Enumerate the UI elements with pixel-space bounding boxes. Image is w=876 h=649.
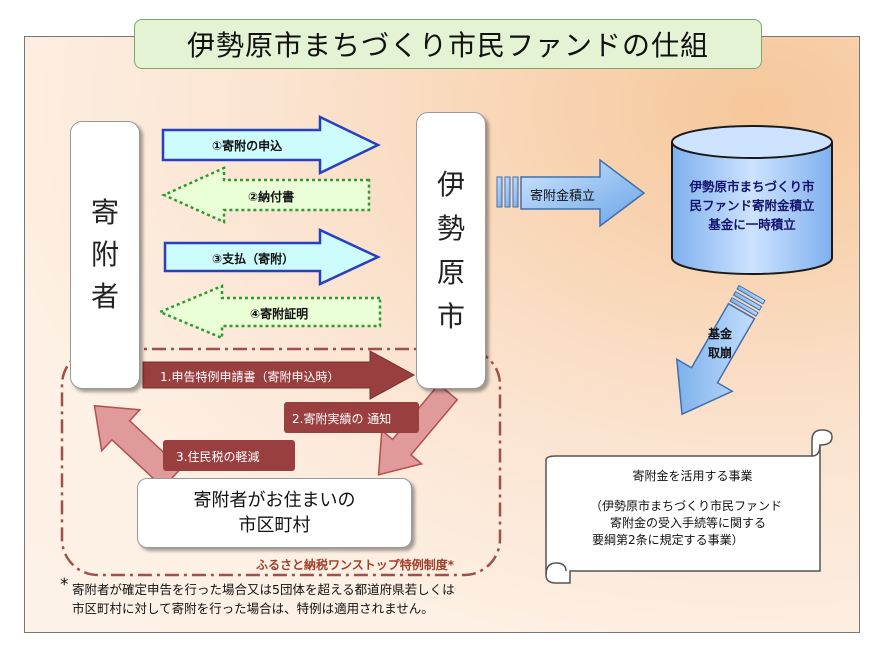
arrow-onestop-application bbox=[142, 350, 416, 400]
fund-line: 伊勢原市まちづくり市 bbox=[689, 179, 815, 194]
onestop-region bbox=[60, 347, 502, 577]
payment-slip-label: ②納付書 bbox=[248, 190, 295, 204]
application-label: ①寄附の申込 bbox=[212, 139, 283, 153]
scroll-curl-top bbox=[811, 444, 821, 457]
withdraw-line: 基金 bbox=[708, 327, 733, 341]
savings-arrow-stripe-1 bbox=[496, 176, 503, 208]
municipality-line: 市区町村 bbox=[238, 515, 311, 536]
onestop-application-label: 1.申告特例申請書（寄附申込時） bbox=[160, 370, 340, 384]
fund-label: 伊勢原市まちづくり市 民ファンド寄附金積立 基金に一時積立 bbox=[672, 177, 832, 234]
savings-arrow bbox=[520, 158, 646, 228]
city-box: 伊 勢 原 市 bbox=[416, 112, 486, 389]
scroll-curl-bottom bbox=[545, 562, 567, 576]
fund-line: 民ファンド寄附金積立 bbox=[689, 198, 815, 213]
page-title: 伊勢原市まちづくり市民ファンドの仕組 bbox=[134, 19, 762, 69]
footnote-line: 市区町村に対して寄附を行った場合は、特例は適用されません。 bbox=[72, 601, 434, 616]
fund-cylinder bbox=[671, 142, 833, 275]
municipality-label: 寄附者がお住まいの 市区町村 bbox=[138, 479, 411, 538]
city-char: 市 bbox=[436, 299, 465, 333]
project-text: 寄附金を活用する事業 （伊勢原市まちづくり市民ファンド 寄附金の受入手続等に関す… bbox=[570, 468, 815, 549]
fund-cylinder-top bbox=[671, 125, 833, 159]
donor-char: 附 bbox=[90, 238, 119, 271]
donor-box: 寄 附 者 bbox=[70, 121, 140, 389]
donor-label: 寄 附 者 bbox=[71, 122, 139, 388]
city-label: 伊 勢 原 市 bbox=[417, 113, 485, 388]
municipality-line: 寄附者がお住まいの bbox=[193, 490, 356, 511]
footnote: * 寄附者が確定申告を行った場合又は5団体を超える都道府県若しくは 市区町村に対… bbox=[60, 576, 455, 618]
tax-label-box bbox=[163, 440, 295, 471]
city-char: 勢 bbox=[436, 211, 465, 245]
city-char: 原 bbox=[436, 255, 465, 289]
fund-line: 基金に一時積立 bbox=[708, 217, 796, 232]
withdraw-arrow bbox=[675, 284, 766, 416]
savings-arrow-stripe-2 bbox=[504, 176, 511, 208]
notify-label-box bbox=[284, 402, 419, 433]
project-line: 寄附金の受入手続等に関する bbox=[610, 516, 767, 530]
savings-label: 寄附金積立 bbox=[530, 189, 596, 204]
donation-payment-label: ③支払（寄附） bbox=[212, 252, 295, 266]
donor-char: 寄 bbox=[90, 196, 119, 229]
tax-reduction-label: 3.住民税の軽減 bbox=[176, 450, 260, 464]
project-heading: 寄附金を活用する事業 bbox=[632, 469, 753, 483]
project-scroll bbox=[545, 429, 833, 584]
arrow-application bbox=[161, 115, 381, 175]
arrow-receipt bbox=[156, 284, 382, 340]
footnote-mark: * bbox=[60, 575, 69, 595]
arrow-payment-slip bbox=[160, 166, 371, 224]
footnote-line: 寄附者が確定申告を行った場合又は5団体を超える都道府県若しくは bbox=[72, 582, 455, 597]
receipt-label: ④寄附証明 bbox=[250, 307, 309, 321]
arrow-donation-payment bbox=[163, 228, 381, 286]
project-line: 要綱第2条に規定する事業） bbox=[592, 533, 744, 547]
municipality-box: 寄附者がお住まいの 市区町村 bbox=[137, 478, 412, 548]
city-char: 伊 bbox=[436, 167, 465, 201]
withdraw-label: 基金 取崩 bbox=[708, 325, 732, 363]
notify-label: 2.寄附実績の 通知 bbox=[292, 412, 392, 426]
donor-char: 者 bbox=[90, 280, 119, 313]
savings-arrow-stripe-3 bbox=[512, 176, 519, 208]
onestop-label: ふるさと納税ワンストップ特例制度* bbox=[256, 558, 455, 572]
withdraw-line: 取崩 bbox=[708, 346, 733, 360]
project-line: （伊勢原市まちづくり市民ファンド bbox=[590, 499, 783, 513]
